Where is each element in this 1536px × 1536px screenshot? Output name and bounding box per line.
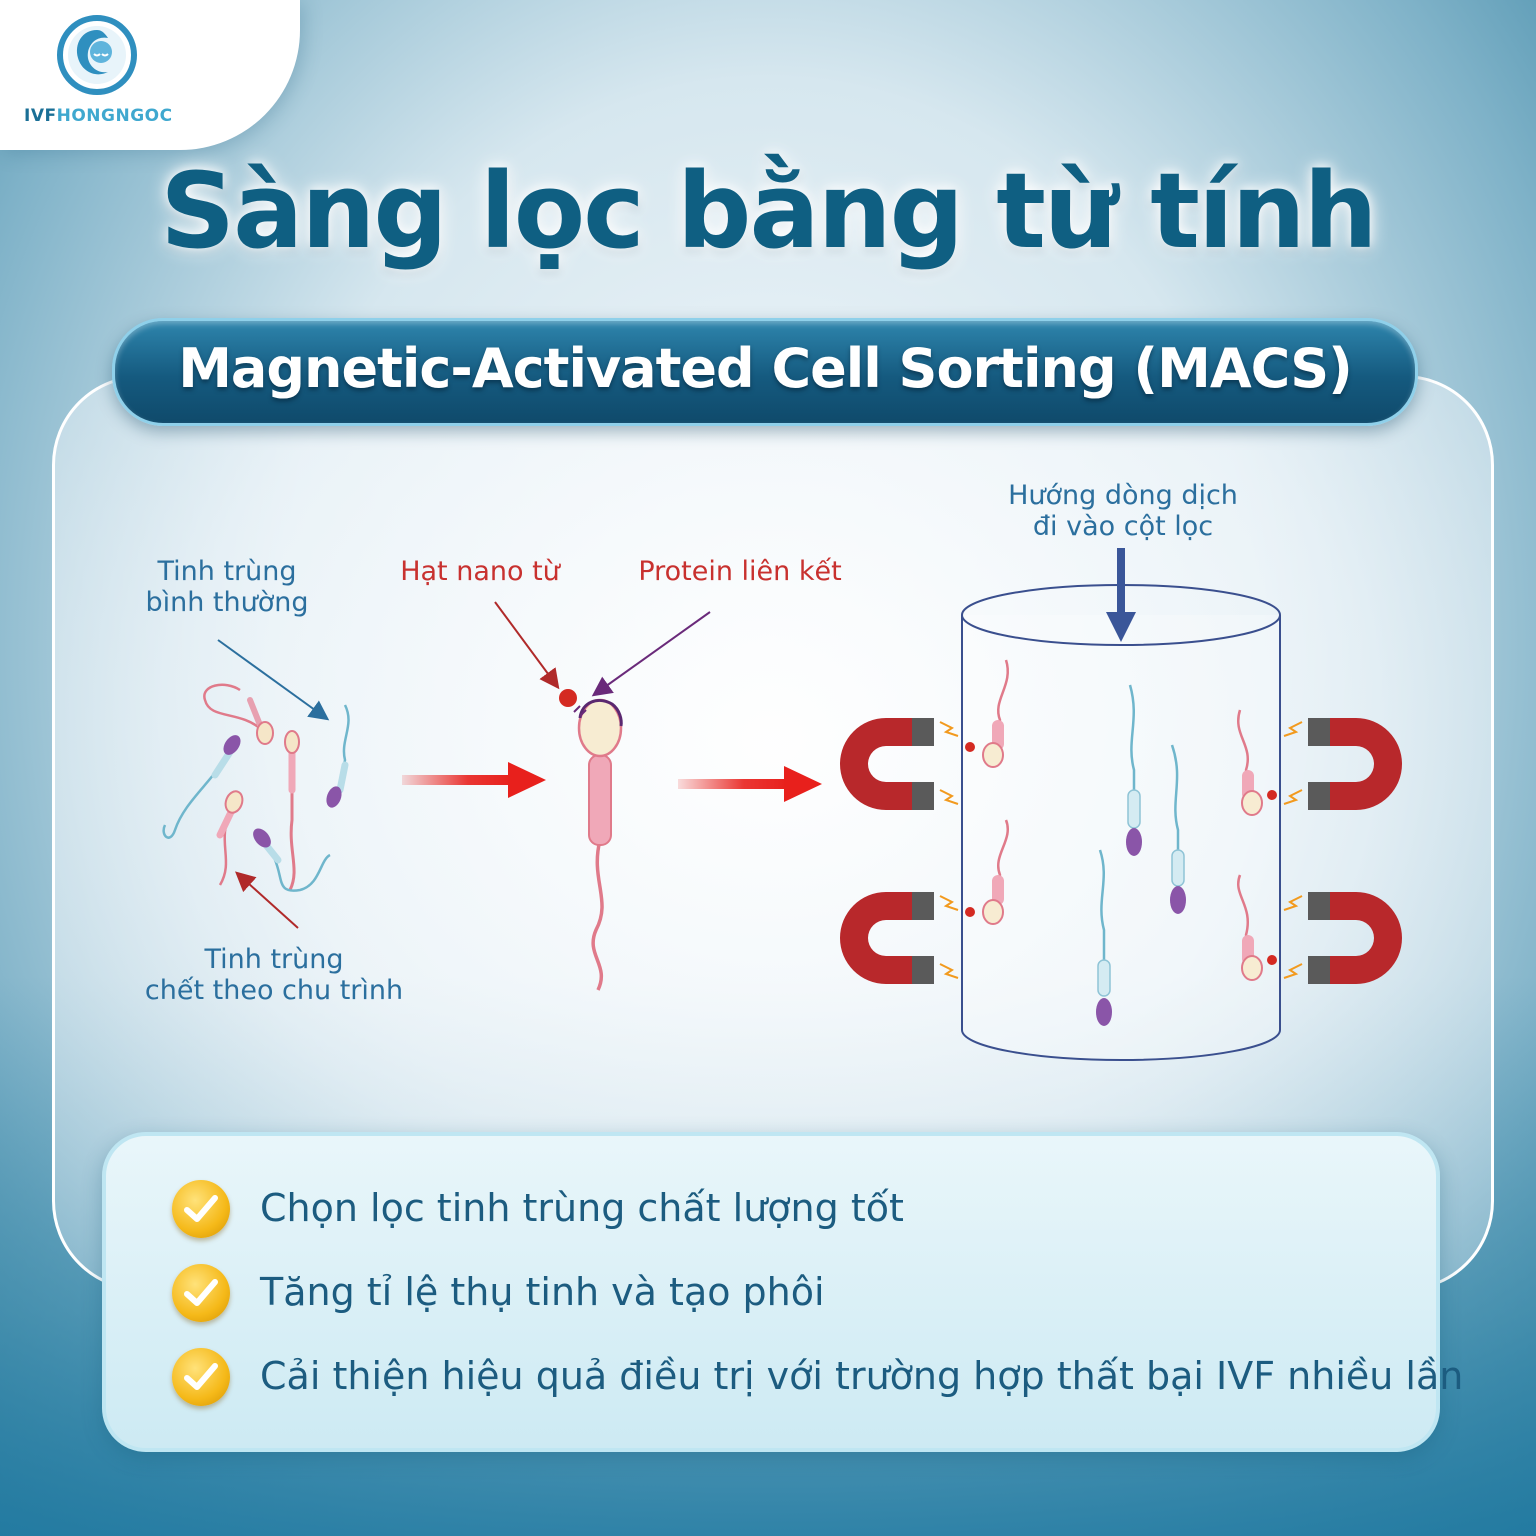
process-arrow-2 [678,766,822,802]
magnet-right-top-icon [1283,718,1402,810]
label-flow: Hướng dòng dịch đi vào cột lọc [996,480,1250,542]
check-icon [172,1264,230,1322]
label-flow-line1: Hướng dòng dịch [1008,480,1238,511]
check-icon [172,1180,230,1238]
normal-sperm-pointer [217,639,330,721]
label-normal-sperm-line1: Tinh trùng [157,556,297,587]
nanoparticle-icon [559,689,577,707]
label-nanoparticle: Hạt nano từ [400,556,560,587]
brand-part1: IVF [24,106,57,126]
benefit-text: Tăng tỉ lệ thụ tinh và tạo phôi [260,1270,825,1314]
label-protein: Protein liên kết [638,556,842,587]
process-arrow-1 [402,762,546,798]
label-dead-sperm: Tinh trùng chết theo chu trình [138,944,410,1006]
benefits-box: Chọn lọc tinh trùng chất lượng tốt Tăng … [102,1132,1463,1452]
benefit-text: Chọn lọc tinh trùng chất lượng tốt [260,1186,904,1230]
label-dead-sperm-line2: chết theo chu trình [144,975,404,1006]
logo-text: IVFHONGNGOC [24,106,173,126]
label-dead-sperm-line1: Tinh trùng [204,944,344,975]
logo-icon [57,15,137,95]
benefit-text: Cải thiện hiệu quả điều trị với trường h… [260,1354,1464,1398]
nanoparticle-pointer [494,601,560,690]
flow-arrow-icon [1106,548,1136,642]
subtitle-pill: Magnetic-Activated Cell Sorting (MACS) [112,318,1418,426]
sperm-cluster-left [162,683,350,892]
label-normal-sperm: Tinh trùng bình thường [138,556,316,618]
magnet-right-bottom-icon [1283,892,1402,984]
protein-icon [573,705,587,717]
page-title: Sàng lọc bằng từ tính [160,150,1377,272]
magnet-left-bottom-icon [840,892,959,984]
label-normal-sperm-line2: bình thường [145,587,309,618]
page-subtitle: Magnetic-Activated Cell Sorting (MACS) [178,337,1353,400]
tagged-sperm [559,689,623,991]
free-sperm-group [1096,684,1186,1026]
magnet-left-top-icon [840,718,959,810]
dead-sperm-pointer [235,871,299,929]
check-icon [172,1348,230,1406]
logo-area: IVFHONGNGOC [0,0,300,150]
filter-column [961,584,1281,1061]
brand-part2: HONGNGOC [56,106,173,126]
label-flow-line2: đi vào cột lọc [1032,511,1214,542]
captured-sperm-group [965,659,1277,981]
protein-pointer [591,611,711,697]
